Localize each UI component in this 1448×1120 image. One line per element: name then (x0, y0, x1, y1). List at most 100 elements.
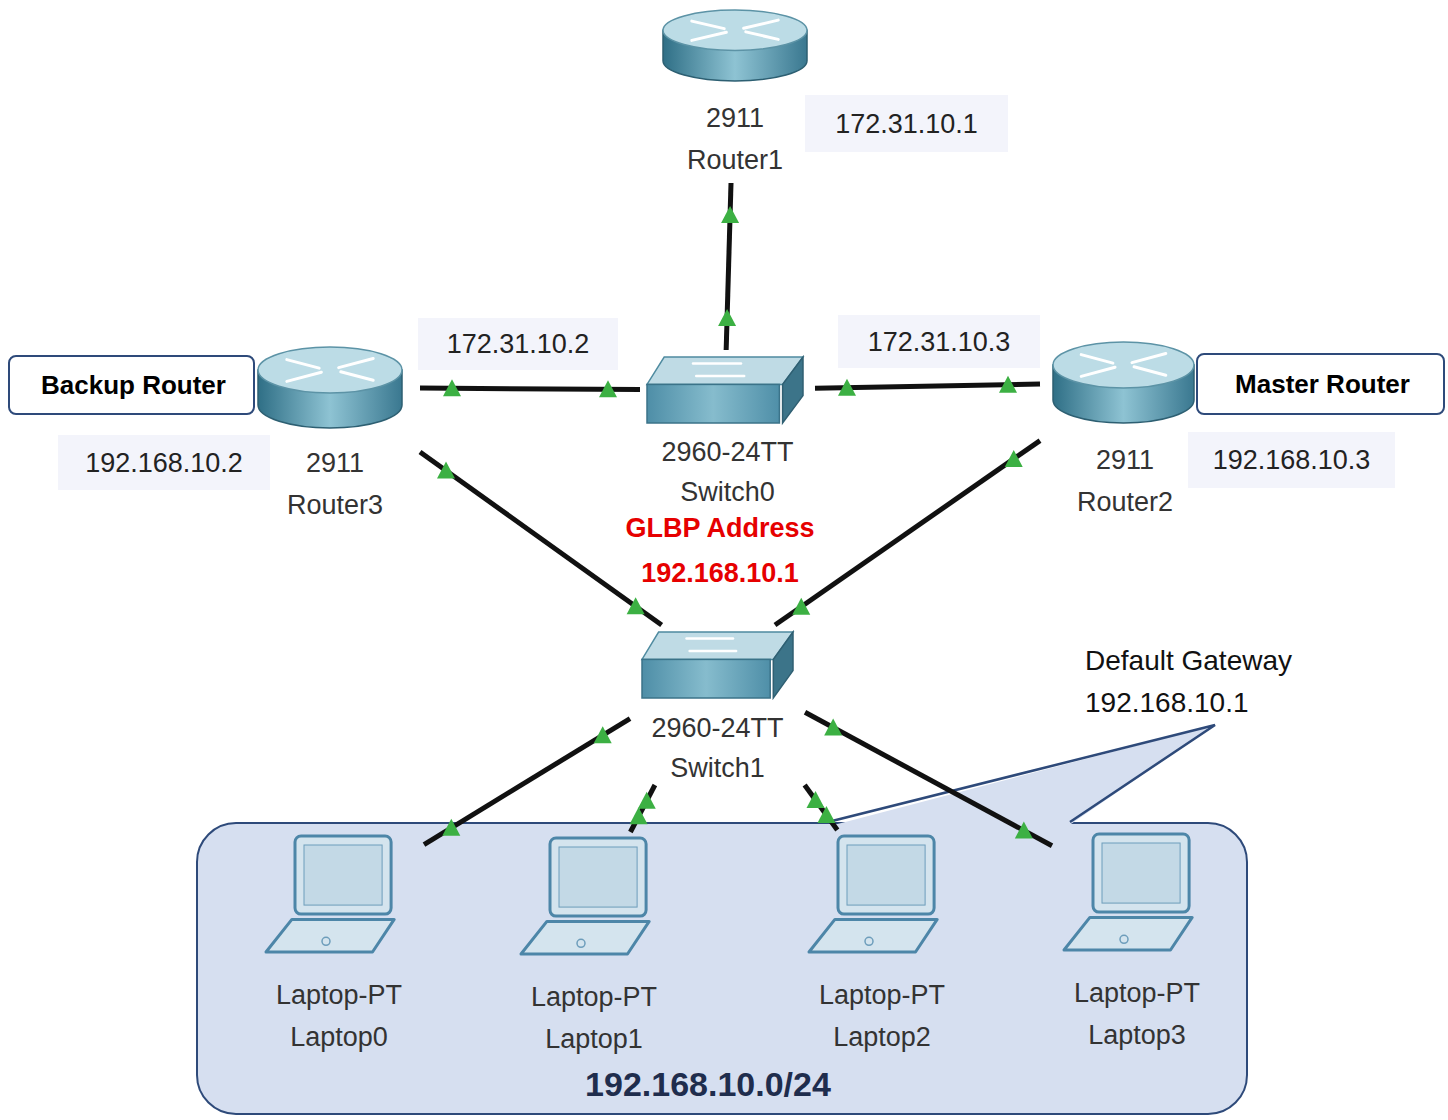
subnet-group: 192.168.10.0/24Laptop-PTLaptop0Laptop-PT… (196, 822, 1248, 1115)
router-arrow (1081, 367, 1115, 376)
switch-top (642, 632, 793, 659)
network-link (420, 388, 640, 389)
device-label: Router2 (1040, 486, 1210, 518)
laptop-icon (264, 834, 419, 956)
link-status-light (792, 598, 810, 615)
laptop-touchpad (1120, 935, 1128, 943)
router-node: 2911Router2 (1040, 338, 1210, 518)
laptop-screen (550, 838, 646, 916)
link-status-light (718, 309, 736, 326)
link-status-light (594, 726, 612, 743)
switch-front (647, 384, 779, 423)
router-arrow (692, 32, 727, 40)
device-label: Laptop-PT (509, 981, 679, 1013)
router-node: 2911Router1 (650, 8, 820, 183)
address-note: GLBP Address 192.168.10.1 (600, 506, 840, 596)
ip-address: 172.31.10.2 (418, 318, 618, 370)
router-arrow (287, 360, 319, 368)
network-link (630, 785, 655, 832)
link-status-light (824, 718, 842, 735)
ip-address: 172.31.10.3 (838, 315, 1040, 368)
network-link (805, 712, 1052, 845)
router-icon (255, 345, 405, 430)
router-icon (660, 8, 810, 83)
router-node: 2911Router3 (250, 343, 420, 523)
link-status-light (838, 379, 856, 396)
router-arrow (1134, 367, 1166, 375)
device-label: 2911 (250, 447, 420, 479)
device-label: 2911 (1040, 444, 1210, 476)
role-label: Backup Router (10, 368, 257, 402)
laptop-display (1102, 843, 1180, 903)
switch-icon (640, 630, 795, 700)
laptop-touchpad (577, 939, 585, 947)
device-label: Laptop1 (509, 1023, 679, 1055)
network-link (815, 384, 1040, 388)
device-label: Router3 (250, 489, 420, 521)
ip-address: 172.31.10.1 (805, 95, 1008, 152)
router-arrow (1081, 355, 1113, 363)
router-arrow (1132, 353, 1166, 362)
router-top (1053, 342, 1194, 388)
link-status-light (999, 376, 1017, 393)
link-status-light (638, 792, 656, 809)
router-icon (1050, 340, 1197, 425)
role-box: Master Router (1196, 353, 1445, 415)
device-label: Switch0 (640, 476, 815, 508)
role-box: Backup Router (8, 355, 255, 415)
router-arrow (746, 32, 778, 39)
role-label: Master Router (1198, 367, 1447, 401)
network-link (424, 719, 630, 845)
device-label: 2960-24TT (630, 712, 805, 744)
callout-outline (828, 725, 1215, 822)
laptop-base (266, 919, 394, 952)
network-link (726, 183, 731, 350)
switch-side (773, 632, 793, 698)
laptop-display (847, 845, 925, 905)
router-arrow (287, 372, 322, 381)
laptop-node: Laptop-PTLaptop0 (254, 830, 424, 1050)
switch-node: 2960-24TT Switch1 (630, 625, 805, 785)
device-label: Laptop0 (254, 1021, 424, 1053)
router-arrow (339, 358, 374, 367)
router-arrow (744, 20, 779, 28)
device-label: Laptop-PT (797, 979, 967, 1011)
subnet-label: 192.168.10.0/24 (198, 1063, 1218, 1105)
router-arrow (692, 21, 724, 28)
switch-top (647, 357, 803, 384)
link-status-light (442, 819, 460, 836)
switch-arrow (687, 637, 734, 640)
link-status-light (437, 462, 455, 479)
link-status-light (1015, 822, 1033, 839)
device-label: 2911 (650, 102, 820, 134)
router-arrow (341, 372, 373, 380)
switch-node: 2960-24TT Switch0 (640, 350, 815, 510)
device-label: Laptop3 (1052, 1019, 1222, 1051)
switch-front (642, 659, 770, 698)
ip-address: 192.168.10.3 (1188, 432, 1395, 488)
laptop-touchpad (322, 937, 330, 945)
link-status-light (1005, 450, 1023, 467)
link-status-light (627, 597, 645, 614)
network-link (775, 441, 1040, 625)
device-label: Laptop-PT (1052, 977, 1222, 1009)
laptop-touchpad (865, 937, 873, 945)
switch-icon (645, 355, 805, 425)
switch-arrow (690, 650, 737, 653)
laptop-screen (295, 836, 391, 914)
device-label: Laptop2 (797, 1021, 967, 1053)
device-label: Switch1 (630, 752, 805, 784)
callout-pointer (828, 725, 1215, 826)
address-note: Default Gateway 192.168.10.1 (1085, 640, 1345, 724)
laptop-node: Laptop-PT Laptop1 (509, 832, 679, 1052)
device-label: Router1 (650, 144, 820, 176)
callout-fill (830, 725, 1215, 826)
link-status-light (630, 807, 648, 824)
device-label: 2960-24TT (640, 436, 815, 468)
laptop-display (559, 847, 637, 907)
laptop-icon (519, 836, 674, 958)
laptop-screen (838, 836, 934, 914)
link-status-light (443, 379, 461, 396)
laptop-base (809, 919, 937, 952)
laptop-display (304, 845, 382, 905)
